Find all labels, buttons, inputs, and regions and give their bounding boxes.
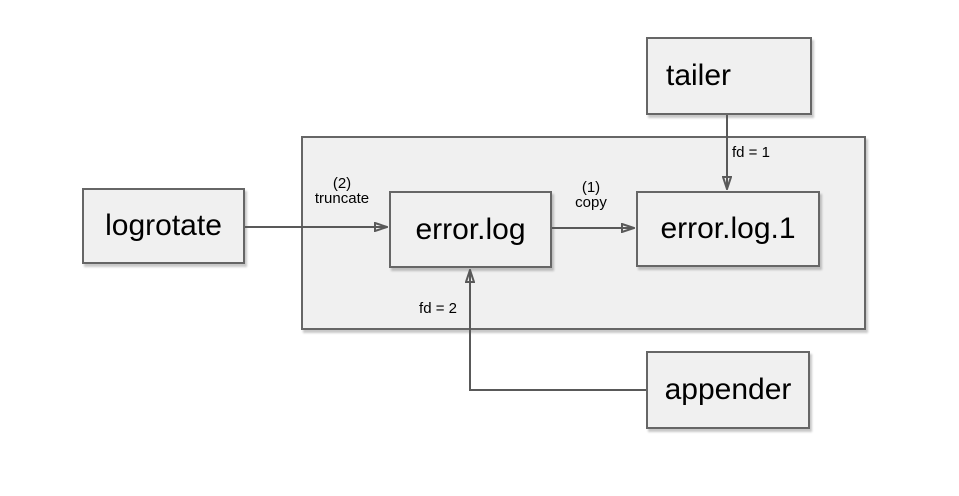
edge-label-fd1: fd = 1: [732, 144, 770, 161]
edge-label-copy-step: (1): [581, 179, 601, 196]
edge-label-truncate-step: (2): [332, 175, 352, 192]
edge-label-copy: (1) copy: [541, 180, 641, 210]
node-logrotate-label: logrotate: [105, 209, 222, 242]
edge-label-fd2: fd = 2: [419, 300, 457, 317]
node-error-log-label: error.log: [415, 212, 526, 246]
node-tailer: tailer: [646, 37, 812, 115]
node-logrotate: logrotate: [82, 188, 245, 264]
node-error-log-1-label: error.log.1: [660, 212, 796, 245]
edge-label-copy-action: copy: [575, 194, 607, 211]
node-appender-label: appender: [664, 373, 792, 406]
node-error-log-1: error.log.1: [636, 191, 820, 267]
edge-label-truncate: (2) truncate: [292, 176, 392, 206]
node-error-log: error.log: [389, 191, 552, 268]
node-tailer-label: tailer: [666, 59, 732, 92]
node-appender: appender: [646, 351, 810, 429]
edge-label-truncate-action: truncate: [314, 190, 370, 207]
